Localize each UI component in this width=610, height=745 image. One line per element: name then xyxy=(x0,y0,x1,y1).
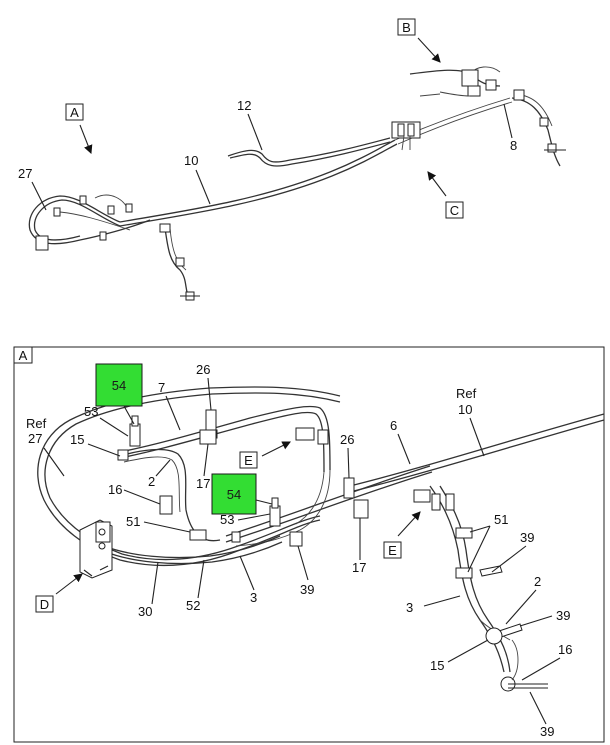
callout: 53 xyxy=(84,404,98,419)
callout: 27 xyxy=(18,166,32,181)
detail-frame-label: A xyxy=(19,348,28,363)
view-b-label: B xyxy=(402,20,411,35)
callout: 39 xyxy=(300,582,314,597)
view-b-tag: B xyxy=(397,18,416,36)
callout: 12 xyxy=(237,98,251,113)
detail-frame-tag: A xyxy=(13,346,33,364)
view-a-arrow xyxy=(79,124,93,155)
callout: 15 xyxy=(430,658,444,673)
callout: 52 xyxy=(186,598,200,613)
detail-assembly xyxy=(37,386,605,692)
callout: 39 xyxy=(556,608,570,623)
view-e-tag: E xyxy=(383,541,402,559)
view-e-arrow xyxy=(397,511,421,537)
callout: 26 xyxy=(196,362,210,377)
ref-label-10: Ref 10 xyxy=(456,386,485,457)
highlight-box xyxy=(211,473,257,515)
callout: 7 xyxy=(158,380,165,395)
detail-frame xyxy=(13,346,605,743)
callout: 15 xyxy=(70,432,84,447)
callout: 3 xyxy=(250,590,257,605)
view-e-label: E xyxy=(244,453,253,468)
view-c-tag: C xyxy=(445,201,464,219)
highlight-box xyxy=(95,363,143,407)
view-c-arrow xyxy=(427,171,447,197)
overview-callouts: 27 12 10 8 xyxy=(18,98,517,211)
callout: 39 xyxy=(520,530,534,545)
callout: 16 xyxy=(108,482,122,497)
view-a-label: A xyxy=(70,105,79,120)
detail-callouts: 53 7 26 15 2 17 16 51 26 6 53 17 51 39 3… xyxy=(70,362,572,739)
view-e-tag: E xyxy=(239,451,258,469)
callout: 2 xyxy=(148,474,155,489)
callout: 51 xyxy=(494,512,508,527)
view-a-tag: A xyxy=(65,103,84,121)
callout: 8 xyxy=(510,138,517,153)
view-d-tag: D xyxy=(35,595,54,613)
ref-word: Ref xyxy=(26,416,47,431)
callout: 16 xyxy=(558,642,572,657)
ref-number: 10 xyxy=(458,402,472,417)
overview-assembly xyxy=(28,66,566,301)
view-b-arrow xyxy=(417,37,441,63)
highlight-54-upper: 54 xyxy=(95,363,143,407)
highlight-54-lower: 54 xyxy=(211,473,257,515)
callout: 6 xyxy=(390,418,397,433)
ref-number: 27 xyxy=(28,431,42,446)
callout: 39 xyxy=(540,724,554,739)
callout: 53 xyxy=(220,512,234,527)
callout: 10 xyxy=(184,153,198,168)
ref-label-27: Ref 27 xyxy=(26,416,65,477)
ref-word: Ref xyxy=(456,386,477,401)
view-e-label: E xyxy=(388,543,397,558)
callout: 17 xyxy=(352,560,366,575)
callout: 17 xyxy=(196,476,210,491)
callout: 26 xyxy=(340,432,354,447)
callout: 51 xyxy=(126,514,140,529)
highlight-label: 54 xyxy=(227,487,241,502)
view-d-label: D xyxy=(40,597,49,612)
view-e-arrow xyxy=(261,441,291,457)
callout: 3 xyxy=(406,600,413,615)
highlight-label: 54 xyxy=(112,378,126,393)
view-d-arrow xyxy=(55,573,83,595)
view-c-label: C xyxy=(450,203,459,218)
callout: 30 xyxy=(138,604,152,619)
callout: 2 xyxy=(534,574,541,589)
